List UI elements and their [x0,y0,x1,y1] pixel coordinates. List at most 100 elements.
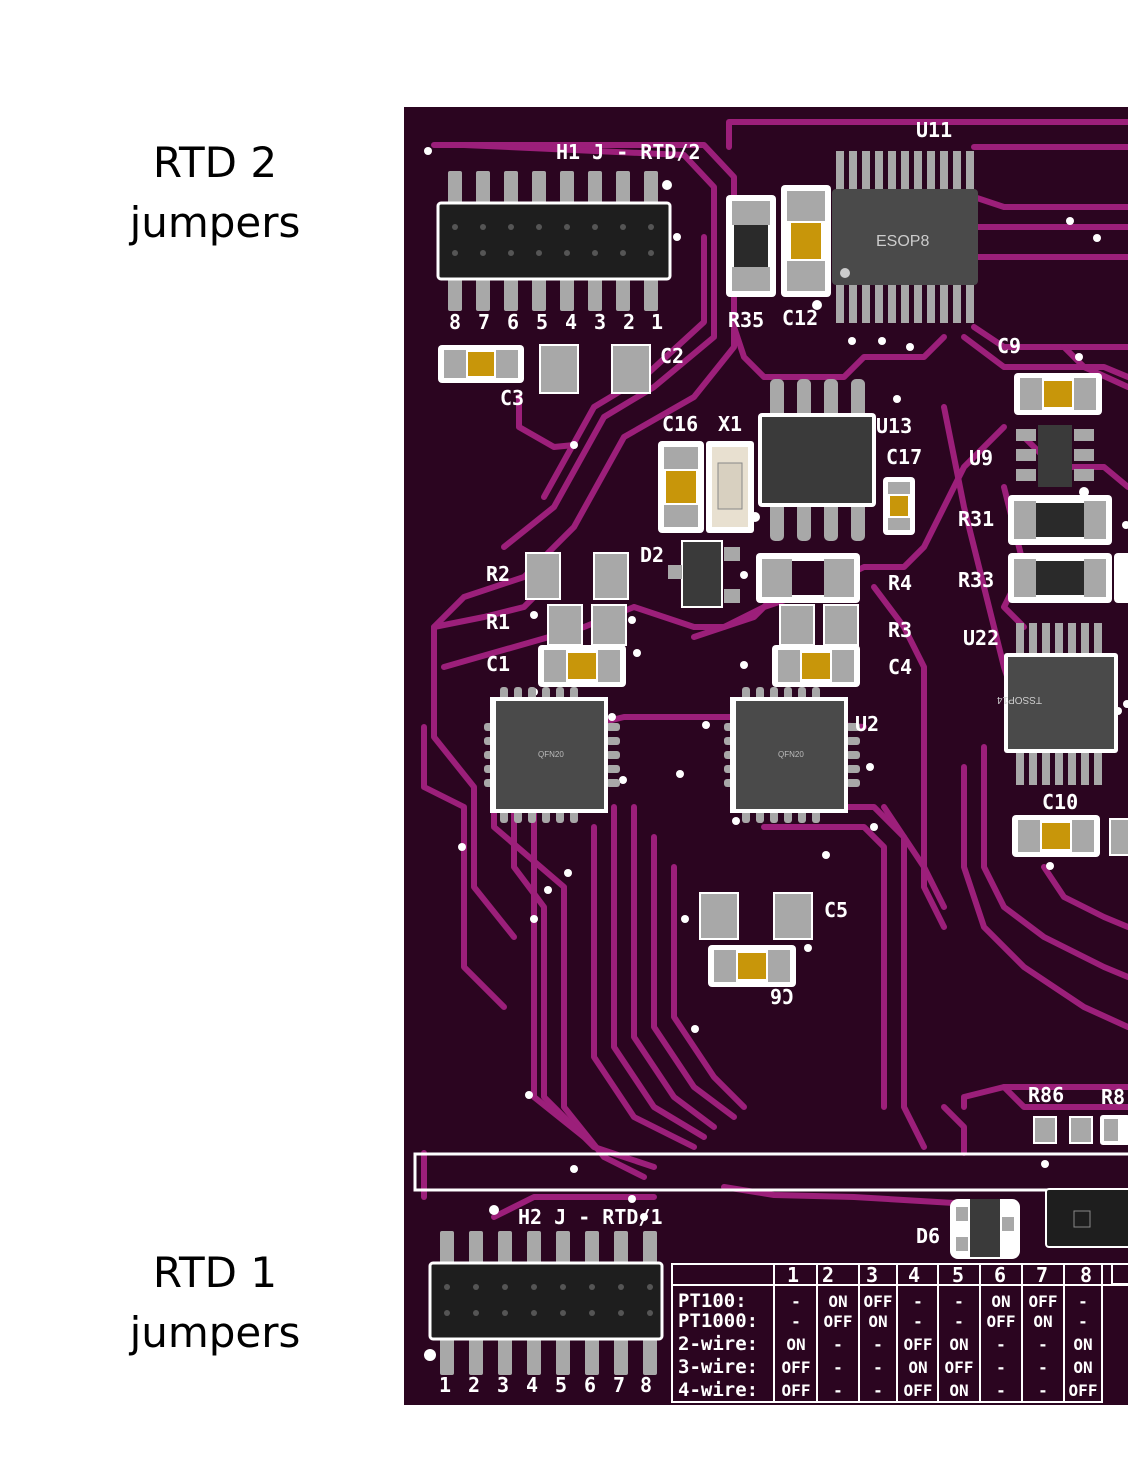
h1-label: H1 J - RTD/2 [556,140,701,164]
c1-label: C1 [486,652,510,676]
resistor-r86 [1033,1115,1128,1145]
r2-label: R2 [486,562,510,586]
h1-pin: 8 [449,310,461,334]
c12-label: C12 [782,306,818,330]
table-cell: - [1038,1358,1048,1377]
h1-pin: 2 [623,310,635,334]
ic-qfn20-right [724,687,860,823]
pad-c2-a [539,344,579,394]
h1-pin: 4 [565,310,577,334]
capacitor-c12 [781,185,831,297]
table-cell: ON [786,1335,805,1354]
capacitor-c9 [1014,373,1102,415]
r4-label: R4 [888,571,912,595]
h1-pin: 7 [478,310,490,334]
table-cell: OFF [1029,1292,1058,1311]
table-header: 8 [1080,1263,1092,1287]
table-cell: OFF [864,1292,893,1311]
h1-pin: 3 [594,310,606,334]
diode-d6 [950,1199,1020,1259]
rtd1-subtitle: jumpers [129,1308,301,1357]
capacitor-c4 [772,645,860,687]
r3-label: R3 [888,618,912,642]
h2-pin: 5 [555,1373,567,1397]
table-cell: OFF [782,1381,811,1400]
capacitor-c1 [538,645,626,687]
c9-label: C9 [997,334,1021,358]
table-cell: - [954,1292,964,1311]
table-cell: OFF [1069,1381,1098,1400]
table-cell: - [1038,1381,1048,1400]
h1-pin: 5 [536,310,548,334]
h2-pin-numbers: 1 2 3 4 5 6 7 8 [439,1373,652,1397]
copper-traces [421,119,1128,1220]
header-h2 [428,1231,664,1375]
rtd2-title: RTD 2 [152,138,278,187]
h1-pin: 1 [651,310,663,334]
table-cell: ON [868,1312,887,1331]
u9-label: U9 [969,446,993,470]
c5-label: C5 [824,898,848,922]
c10-label: C10 [1042,790,1078,814]
table-row-label: PT100: [678,1290,747,1312]
r8x-label: R8 [1101,1085,1125,1109]
h1-pin: 6 [507,310,519,334]
table-cell: ON [908,1358,927,1377]
table-cell: ON [1033,1312,1052,1331]
u13-label: U13 [876,414,912,438]
ic-qfn20-left [484,687,620,823]
table-cell: - [833,1358,843,1377]
table-cell: OFF [987,1312,1016,1331]
ic-u9 [1016,425,1094,487]
c6-label: C6 [770,984,794,1008]
table-cell: OFF [904,1381,933,1400]
diode-d2 [668,540,740,608]
c4-label: C4 [888,655,912,679]
d6-label: D6 [916,1224,940,1248]
c17-label: C17 [886,445,922,469]
table-cell: ON [1073,1358,1092,1377]
c3-label: C3 [500,386,524,410]
d2-label: D2 [640,543,664,567]
table-cell: - [873,1381,883,1400]
r33-label: R33 [958,568,994,592]
rtd1-title: RTD 1 [152,1248,278,1297]
h2-pin: 2 [468,1373,480,1397]
capacitor-c17 [883,477,915,535]
r31-label: R31 [958,507,994,531]
resistor-r3 [779,604,859,646]
capacitor-c5 [699,892,813,940]
table-row-label: 3-wire: [678,1356,758,1378]
h2-pin: 3 [497,1373,509,1397]
silkscreen-outline [413,1152,1128,1192]
table-cell: - [913,1312,923,1331]
table-cell: - [996,1358,1006,1377]
capacitor-c3 [438,345,524,383]
crystal-x1 [706,441,754,533]
r1-label: R1 [486,610,510,634]
resistor-r35 [726,195,776,297]
resistor-r4 [756,553,860,603]
capacitor-c10 [1012,815,1128,857]
h2-pin: 1 [439,1373,451,1397]
table-header: 3 [866,1263,878,1287]
table-cell: - [791,1292,801,1311]
pcb-svg: H1 J - RTD/2 8 7 6 5 4 3 2 1 R35 C12 [413,118,1128,1403]
u11-label: U11 [916,118,952,142]
jumper-table [671,1263,1128,1403]
table-header: 5 [952,1263,964,1287]
resistor-r33 [1008,553,1128,603]
r35-label: R35 [728,308,764,332]
table-cell: - [1078,1312,1088,1331]
r86-label: R86 [1028,1083,1064,1107]
table-header: 7 [1036,1263,1048,1287]
table-row-label: PT1000: [678,1310,758,1332]
h2-label: H2 J - RTD/1 [518,1205,663,1229]
table-cell: ON [949,1335,968,1354]
h2-pin: 7 [613,1373,625,1397]
table-cell: ON [991,1292,1010,1311]
qfn20-right-marking: QFN20 [778,750,804,759]
u2-label: U2 [855,712,879,736]
capacitor-c16 [658,441,704,533]
pad-c2-b [611,344,651,394]
